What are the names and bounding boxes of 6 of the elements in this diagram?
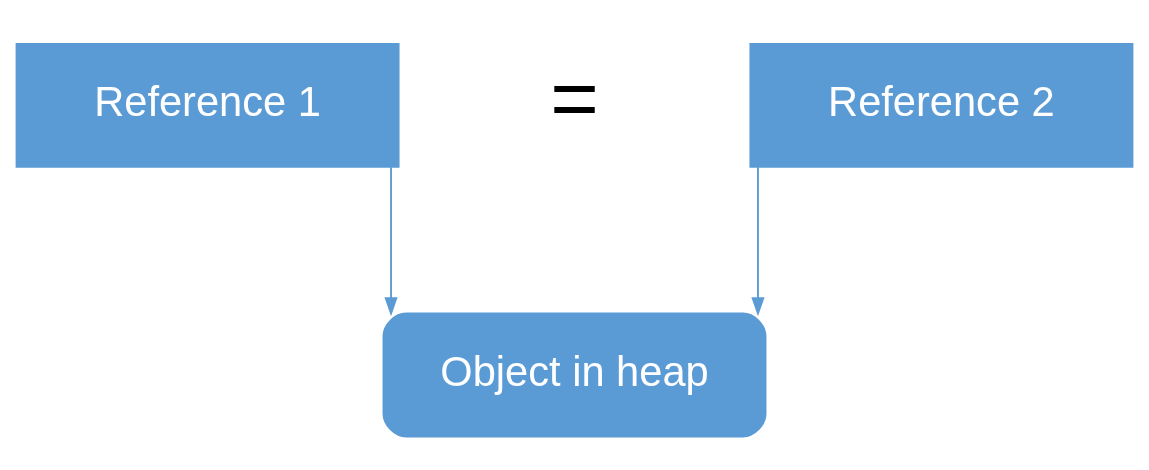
node-box: Object in heap (382, 312, 767, 438)
arrow (384, 166, 398, 317)
node-box: Reference 1 (15, 43, 400, 168)
node-box: Reference 2 (749, 43, 1134, 168)
arrow (751, 166, 765, 317)
label: = (550, 51, 599, 145)
